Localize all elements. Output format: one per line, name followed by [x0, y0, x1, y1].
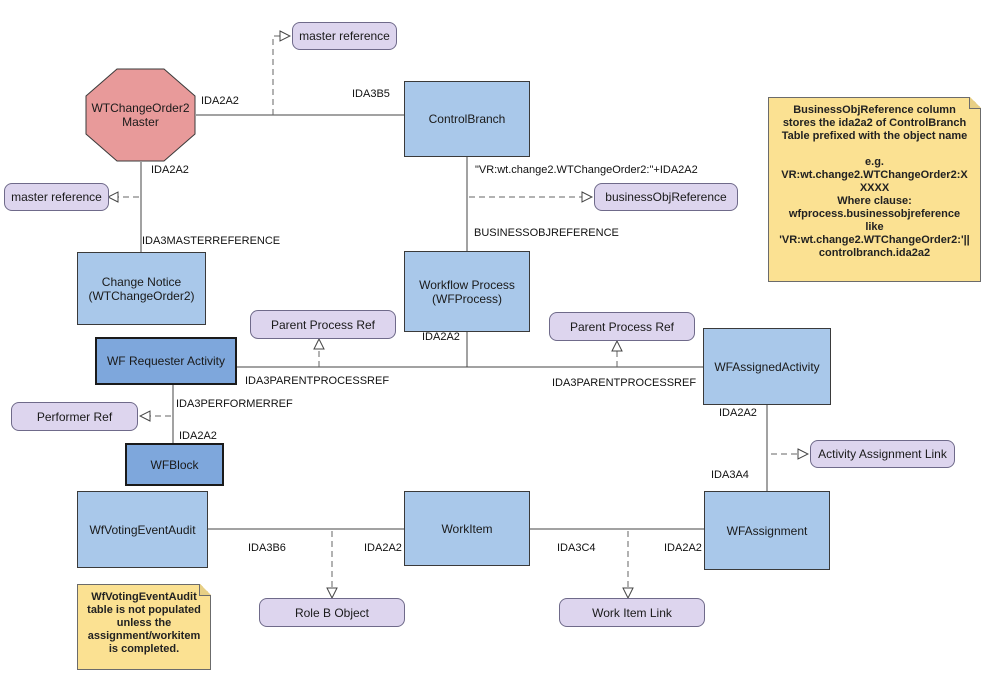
edge-label-ida2a2-assigned: IDA2A2	[719, 407, 757, 419]
wf-assignment-node[interactable]: WFAssignment	[704, 491, 830, 570]
edge-label-ida3performerref: IDA3PERFORMERREF	[176, 398, 293, 410]
edge-label-ida3b6: IDA3B6	[248, 542, 286, 554]
edge-label-businessobjreference: BUSINESSOBJREFERENCE	[474, 227, 619, 239]
performer-ref[interactable]: Performer Ref	[11, 402, 138, 431]
edge-label-ida3parentprocessref-left: IDA3PARENTPROCESSREF	[245, 375, 390, 387]
workflow-process-label: Workflow Process (WFProcess)	[419, 277, 515, 306]
wf-requester-activity-node[interactable]: WF Requester Activity	[95, 337, 237, 385]
edge-label-ida3b5: IDA3B5	[352, 88, 390, 100]
wf-voting-event-audit-node[interactable]: WfVotingEventAudit	[77, 491, 208, 568]
wf-assigned-activity-node[interactable]: WFAssignedActivity	[703, 328, 831, 405]
business-obj-note: BusinessObjReference column stores the i…	[768, 97, 981, 282]
wf-block-label: WFBlock	[150, 457, 199, 472]
wf-block-node[interactable]: WFBlock	[125, 443, 224, 486]
edge-label-ida3masterreference: IDA3MASTERREFERENCE	[142, 235, 281, 247]
parent-process-ref-left[interactable]: Parent Process Ref	[250, 310, 396, 339]
edge-label-ida2a2-workitem: IDA2A2	[364, 542, 402, 554]
activity-assignment-link[interactable]: Activity Assignment Link	[810, 440, 955, 468]
master-node-label: WTChangeOrder2 Master	[91, 101, 190, 129]
work-item-node[interactable]: WorkItem	[404, 491, 530, 566]
octagon-shape	[85, 68, 196, 162]
change-notice-label: Change Notice (WTChangeOrder2)	[88, 274, 195, 303]
wf-assigned-activity-label: WFAssignedActivity	[714, 359, 820, 374]
edge-label-ida3parentprocessref-right: IDA3PARENTPROCESSREF	[552, 377, 697, 389]
wf-voting-event-audit-label: WfVotingEventAudit	[89, 522, 196, 537]
wf-assignment-label: WFAssignment	[726, 523, 808, 538]
role-b-object[interactable]: Role B Object	[259, 598, 405, 627]
control-branch-label: ControlBranch	[428, 112, 506, 126]
master-node[interactable]: WTChangeOrder2 Master	[85, 68, 196, 162]
edge-label-ida3c4: IDA3C4	[557, 542, 596, 554]
wf-requester-activity-label: WF Requester Activity	[106, 354, 226, 368]
parent-process-ref-right[interactable]: Parent Process Ref	[549, 312, 695, 341]
edge-label-ida2a2-master-bottom: IDA2A2	[151, 164, 189, 176]
dash-master-reference-top	[272, 36, 290, 115]
control-branch-node[interactable]: ControlBranch	[404, 81, 530, 157]
work-item-link[interactable]: Work Item Link	[559, 598, 705, 627]
workflow-process-node[interactable]: Workflow Process (WFProcess)	[404, 251, 530, 332]
edge-label-vr-expression: "VR:wt.change2.WTChangeOrder2:"+IDA2A2	[475, 164, 698, 176]
master-reference-left[interactable]: master reference	[4, 183, 109, 211]
voting-event-note: WfVotingEventAudit table is not populate…	[77, 584, 211, 670]
edge-label-ida2a2-workflow: IDA2A2	[422, 331, 460, 343]
edge-label-ida2a2-master: IDA2A2	[201, 95, 239, 107]
business-obj-reference[interactable]: businessObjReference	[594, 183, 738, 211]
work-item-label: WorkItem	[441, 521, 493, 536]
master-reference-top[interactable]: master reference	[292, 22, 397, 50]
edge-label-ida3a4: IDA3A4	[711, 469, 749, 481]
edge-label-ida2a2-wfblock: IDA2A2	[179, 430, 217, 442]
change-notice-node[interactable]: Change Notice (WTChangeOrder2)	[77, 252, 206, 325]
edge-label-ida2a2-assignment: IDA2A2	[664, 542, 702, 554]
